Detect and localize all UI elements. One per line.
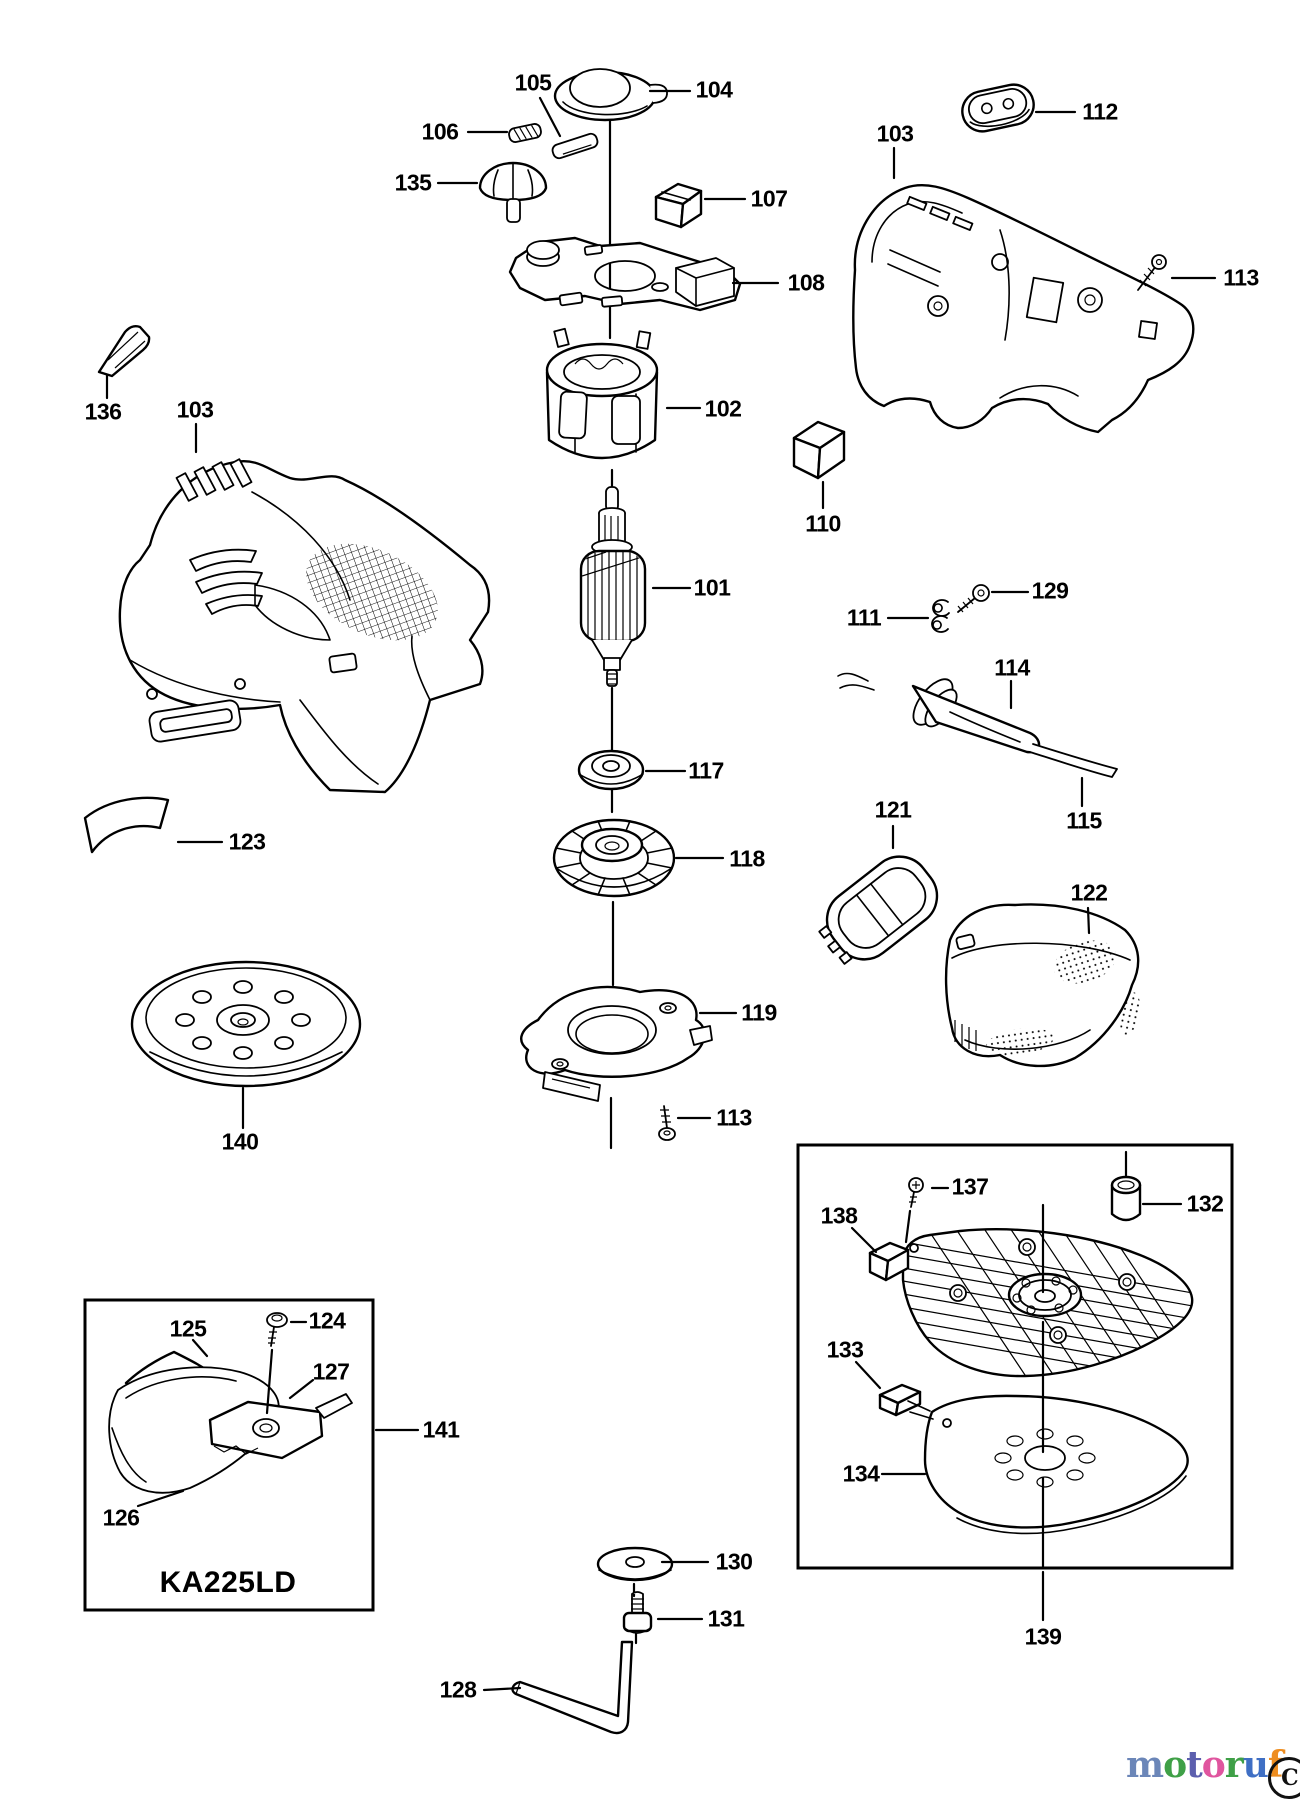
part-107-switch-drawing xyxy=(654,182,703,229)
part-label-110: 110 xyxy=(805,510,841,537)
accessory-box-right xyxy=(796,1143,1234,1570)
part-133-pad-drawing xyxy=(878,1383,922,1417)
watermark-letter: r xyxy=(1224,1744,1244,1786)
part-label-107: 107 xyxy=(750,185,788,212)
leader-lines xyxy=(105,89,1217,1692)
part-123-strip-drawing xyxy=(83,796,170,854)
watermark-letter: o xyxy=(1201,1744,1226,1786)
model-label: KA225LD xyxy=(159,1566,297,1599)
part-label-108: 108 xyxy=(787,269,825,296)
watermark-letter: o xyxy=(1163,1744,1187,1786)
part-label-105: 105 xyxy=(514,69,552,96)
part-118-fan-drawing xyxy=(552,818,676,898)
part-label-127: 127 xyxy=(312,1358,350,1385)
part-label-140: 140 xyxy=(221,1128,259,1155)
part-label-121: 121 xyxy=(874,796,912,823)
part-label-119: 119 xyxy=(741,999,777,1026)
part-106-spring-drawing xyxy=(508,123,542,143)
part-label-124: 124 xyxy=(308,1307,346,1334)
part-140-disc-drawing xyxy=(130,960,362,1088)
part-label-118: 118 xyxy=(729,845,765,872)
part-132-cylinder-drawing xyxy=(1110,1175,1142,1222)
part-label-103-right: 103 xyxy=(876,120,914,147)
part-label-102: 102 xyxy=(704,395,742,422)
part-label-104: 104 xyxy=(695,76,733,103)
part-136-wedge-drawing xyxy=(97,324,151,378)
part-130-washer-drawing xyxy=(596,1546,674,1582)
part-label-138: 138 xyxy=(820,1202,858,1229)
part-105-pin-drawing xyxy=(551,132,599,160)
part-label-101: 101 xyxy=(693,574,731,601)
part-138-block-drawing xyxy=(868,1241,910,1282)
part-label-114: 114 xyxy=(994,654,1030,681)
part-label-125: 125 xyxy=(169,1315,207,1342)
watermark-circle-icon: C xyxy=(1268,1757,1300,1799)
part-label-128: 128 xyxy=(439,1676,477,1703)
part-108-plate-drawing xyxy=(508,236,742,312)
part-137-screw-drawing xyxy=(908,1177,924,1208)
part-label-111: 111 xyxy=(846,604,882,631)
part-label-130: 130 xyxy=(715,1548,753,1575)
part-117-bearing-drawing xyxy=(577,749,645,791)
part-label-115: 115 xyxy=(1066,807,1102,834)
part-131-screw-drawing xyxy=(622,1591,653,1634)
part-124-screw-drawing xyxy=(266,1312,288,1347)
part-134-sheet-drawing xyxy=(907,1394,1189,1535)
part-label-139: 139 xyxy=(1024,1623,1062,1650)
watermark-letter: t xyxy=(1186,1744,1203,1786)
part-platen-drawing xyxy=(901,1228,1194,1378)
watermark-letter: u xyxy=(1242,1744,1269,1786)
part-111-clip-drawing xyxy=(931,599,950,633)
part-label-112: 112 xyxy=(1082,98,1118,125)
part-label-129: 129 xyxy=(1031,577,1069,604)
part-119-bracket-drawing xyxy=(520,985,713,1102)
part-label-136: 136 xyxy=(84,398,122,425)
part-label-132: 132 xyxy=(1186,1190,1224,1217)
part-129-screw-drawing xyxy=(957,584,990,613)
part-label-113-center: 113 xyxy=(716,1104,752,1131)
part-label-113-right: 113 xyxy=(1223,264,1259,291)
part-113-center-screw-drawing xyxy=(658,1105,676,1141)
watermark-letter: m xyxy=(1126,1744,1164,1786)
part-114-115-cord-drawing xyxy=(837,672,1118,778)
part-113-right-screw-drawing xyxy=(1137,254,1167,291)
part-label-103-left: 103 xyxy=(176,396,214,423)
watermark-circle-letter: C xyxy=(1281,1765,1298,1791)
part-104-cap-drawing xyxy=(553,68,668,122)
part-122-dustbox-drawing xyxy=(944,903,1140,1068)
part-110-brush-block-drawing xyxy=(792,420,846,480)
part-121-frame-drawing xyxy=(818,855,939,965)
part-label-117: 117 xyxy=(688,757,724,784)
accessory-box-left xyxy=(83,1298,375,1612)
part-label-141: 141 xyxy=(422,1416,460,1443)
part-103-left-housing-drawing xyxy=(118,458,491,794)
part-label-137: 137 xyxy=(951,1173,989,1200)
part-label-131: 131 xyxy=(707,1605,745,1632)
part-128-hex-key-drawing xyxy=(511,1640,634,1735)
part-label-122: 122 xyxy=(1070,879,1108,906)
part-label-123: 123 xyxy=(228,828,266,855)
part-label-135: 135 xyxy=(394,169,432,196)
part-135-knob-drawing xyxy=(478,161,548,223)
part-label-106: 106 xyxy=(421,118,459,145)
part-label-126: 126 xyxy=(102,1504,140,1531)
part-label-134: 134 xyxy=(842,1460,880,1487)
part-102-stator-drawing xyxy=(545,327,659,460)
part-112-button-drawing xyxy=(961,83,1035,133)
part-103-right-housing-drawing xyxy=(852,184,1195,434)
watermark-logo: m o t o r u f C .de xyxy=(1126,1744,1300,1799)
part-label-133: 133 xyxy=(826,1336,864,1363)
part-101-armature-drawing xyxy=(579,486,647,687)
